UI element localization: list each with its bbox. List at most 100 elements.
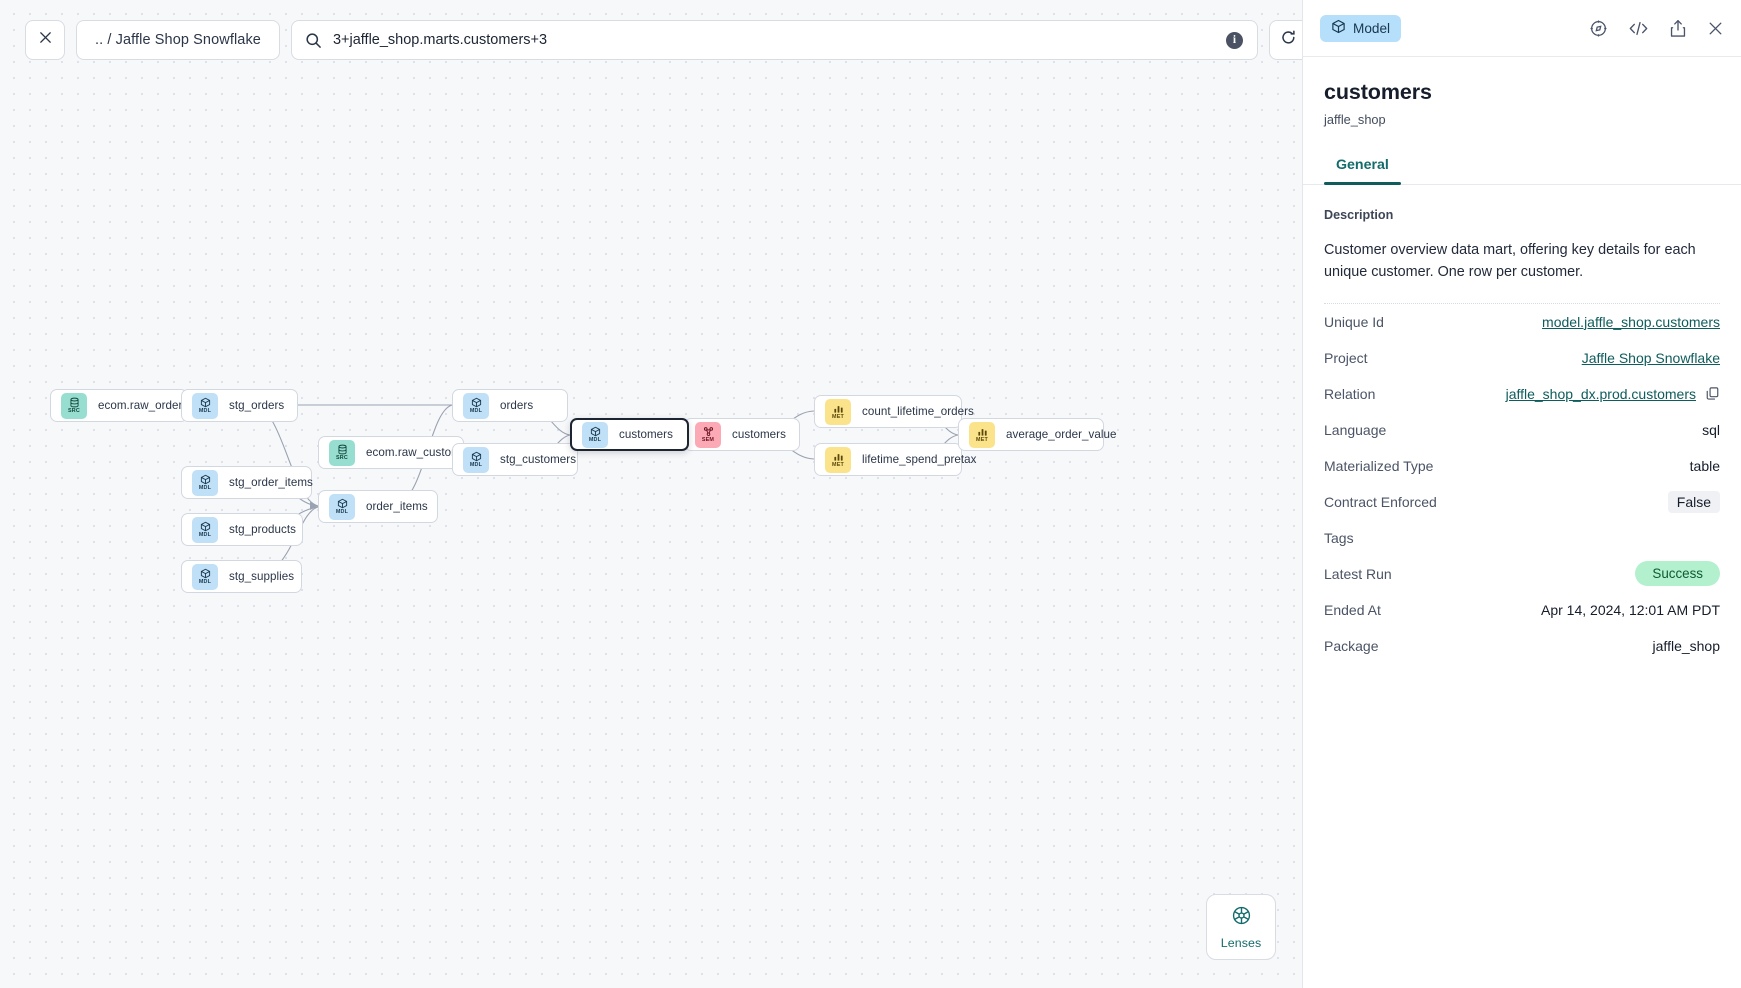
graph-node-label: stg_customers bbox=[500, 453, 577, 466]
mdl-badge-icon: MDL bbox=[329, 493, 355, 520]
field-row: Project Jaffle Shop Snowflake bbox=[1324, 340, 1720, 376]
met-badge-icon: MET bbox=[825, 446, 851, 473]
field-value: sql bbox=[1702, 421, 1720, 438]
field-value-link[interactable]: Jaffle Shop Snowflake bbox=[1581, 349, 1720, 366]
graph-node-lifetime_spend_pretax[interactable]: MET lifetime_spend_pretax bbox=[814, 443, 976, 476]
refresh-button[interactable] bbox=[1268, 20, 1302, 60]
close-lineage-button[interactable] bbox=[25, 20, 65, 60]
field-key: Tags bbox=[1324, 529, 1354, 546]
field-value-relation: jaffle_shop_dx.prod.customers bbox=[1506, 386, 1720, 402]
field-row: Ended At Apr 14, 2024, 12:01 AM PDT bbox=[1324, 592, 1720, 628]
tab-general-label: General bbox=[1336, 157, 1389, 173]
field-row: Language sql bbox=[1324, 412, 1720, 448]
field-row: Materialized Type table bbox=[1324, 448, 1720, 484]
graph-node-label: stg_supplies bbox=[229, 570, 295, 583]
graph-node-stg_customers[interactable]: MDL stg_customers bbox=[452, 443, 578, 476]
lineage-canvas[interactable]: .. / Jaffle Shop Snowflake i bbox=[0, 0, 1302, 988]
page-title: customers bbox=[1324, 80, 1432, 104]
graph-node-stg_supplies[interactable]: MDL stg_supplies bbox=[181, 560, 302, 593]
field-key: Unique Id bbox=[1324, 313, 1384, 330]
field-value: table bbox=[1689, 457, 1720, 474]
graph-node-label: average_order_value bbox=[1006, 428, 1117, 441]
graph-node-label: orders bbox=[500, 399, 534, 412]
sem-badge-icon: SEM bbox=[695, 421, 721, 448]
field-key: Package bbox=[1324, 637, 1379, 654]
field-row: Unique Id model.jaffle_shop.customers bbox=[1324, 304, 1720, 340]
close-icon bbox=[38, 30, 53, 50]
panel-tabs: General bbox=[1303, 150, 1741, 185]
lenses-label: Lenses bbox=[1220, 935, 1262, 950]
panel-toolbar: Model bbox=[1303, 0, 1741, 57]
graph-node-label: lifetime_spend_pretax bbox=[862, 453, 977, 466]
explore-icon[interactable] bbox=[1589, 19, 1608, 38]
mdl-badge-icon: MDL bbox=[463, 446, 489, 473]
graph-node-label: stg_products bbox=[229, 523, 296, 536]
graph-node-label: count_lifetime_orders bbox=[862, 405, 974, 418]
mdl-badge-icon: MDL bbox=[192, 516, 218, 543]
graph-node-label: customers bbox=[732, 428, 786, 441]
graph-node-label: customers bbox=[619, 428, 673, 441]
field-key: Contract Enforced bbox=[1324, 493, 1437, 510]
mdl-badge-icon: MDL bbox=[463, 392, 489, 419]
field-key: Project bbox=[1324, 349, 1368, 366]
copy-icon[interactable] bbox=[1705, 386, 1720, 401]
refresh-icon bbox=[1280, 29, 1297, 51]
close-icon[interactable] bbox=[1707, 20, 1724, 37]
graph-node-label: ecom.raw_orders bbox=[98, 399, 189, 412]
search-input[interactable] bbox=[332, 32, 1215, 48]
src-badge-icon: SRC bbox=[61, 392, 87, 419]
canvas-toolbar: .. / Jaffle Shop Snowflake i bbox=[25, 20, 1302, 60]
field-row: Contract Enforced False bbox=[1324, 484, 1720, 520]
graph-node-stg_order_items[interactable]: MDL stg_order_items bbox=[181, 466, 313, 499]
tab-general[interactable]: General bbox=[1324, 150, 1401, 185]
mdl-badge-icon: MDL bbox=[192, 563, 218, 590]
mdl-badge-icon: MDL bbox=[192, 469, 218, 496]
aperture-icon bbox=[1231, 905, 1252, 931]
graph-node-label: stg_orders bbox=[229, 399, 285, 412]
field-key: Materialized Type bbox=[1324, 457, 1434, 474]
graph-node-label: stg_order_items bbox=[229, 476, 313, 489]
description-label: Description bbox=[1324, 208, 1394, 222]
breadcrumb-label: .. / Jaffle Shop Snowflake bbox=[95, 32, 261, 48]
field-value-chip: False bbox=[1667, 490, 1720, 513]
field-key: Relation bbox=[1324, 385, 1376, 402]
graph-node-average_order_value[interactable]: MET average_order_value bbox=[958, 418, 1116, 451]
search-bar[interactable]: i bbox=[290, 20, 1258, 60]
graph-node-orders[interactable]: MDL orders bbox=[452, 389, 568, 422]
field-row: Tags bbox=[1324, 520, 1720, 556]
met-badge-icon: MET bbox=[969, 421, 995, 448]
graph-node-order_items[interactable]: MDL order_items bbox=[318, 490, 438, 523]
code-icon[interactable] bbox=[1628, 19, 1649, 38]
graph-node-customers_semantic[interactable]: SEM customers bbox=[684, 418, 800, 451]
lenses-button[interactable]: Lenses bbox=[1206, 894, 1276, 960]
cube-icon bbox=[1331, 19, 1346, 37]
graph-node-ecom_raw_orders[interactable]: SRC ecom.raw_orders bbox=[50, 389, 188, 422]
field-key: Language bbox=[1324, 421, 1387, 438]
graph-node-label: order_items bbox=[366, 500, 428, 513]
field-value-link[interactable]: model.jaffle_shop.customers bbox=[1542, 313, 1720, 330]
graph-node-customers_model[interactable]: MDL customers bbox=[570, 418, 689, 451]
graph-node-stg_products[interactable]: MDL stg_products bbox=[181, 513, 303, 546]
graph-node-count_lifetime_orders[interactable]: MET count_lifetime_orders bbox=[814, 395, 974, 428]
field-value: Apr 14, 2024, 12:01 AM PDT bbox=[1541, 601, 1720, 618]
node-type-label: Model bbox=[1353, 20, 1391, 36]
description-text: Customer overview data mart, offering ke… bbox=[1324, 239, 1720, 304]
field-value: jaffle_shop bbox=[1652, 637, 1720, 654]
met-badge-icon: MET bbox=[825, 398, 851, 425]
field-row: Relation jaffle_shop_dx.prod.customers bbox=[1324, 376, 1720, 412]
relation-link[interactable]: jaffle_shop_dx.prod.customers bbox=[1505, 385, 1696, 402]
breadcrumb[interactable]: .. / Jaffle Shop Snowflake bbox=[76, 20, 280, 60]
node-type-chip[interactable]: Model bbox=[1320, 14, 1402, 42]
share-icon[interactable] bbox=[1669, 19, 1687, 38]
src-badge-icon: SRC bbox=[329, 439, 355, 466]
field-key: Ended At bbox=[1324, 601, 1381, 618]
mdl-badge-icon: MDL bbox=[582, 421, 608, 448]
info-icon[interactable]: i bbox=[1225, 31, 1243, 49]
field-row: Package jaffle_shop bbox=[1324, 628, 1720, 664]
